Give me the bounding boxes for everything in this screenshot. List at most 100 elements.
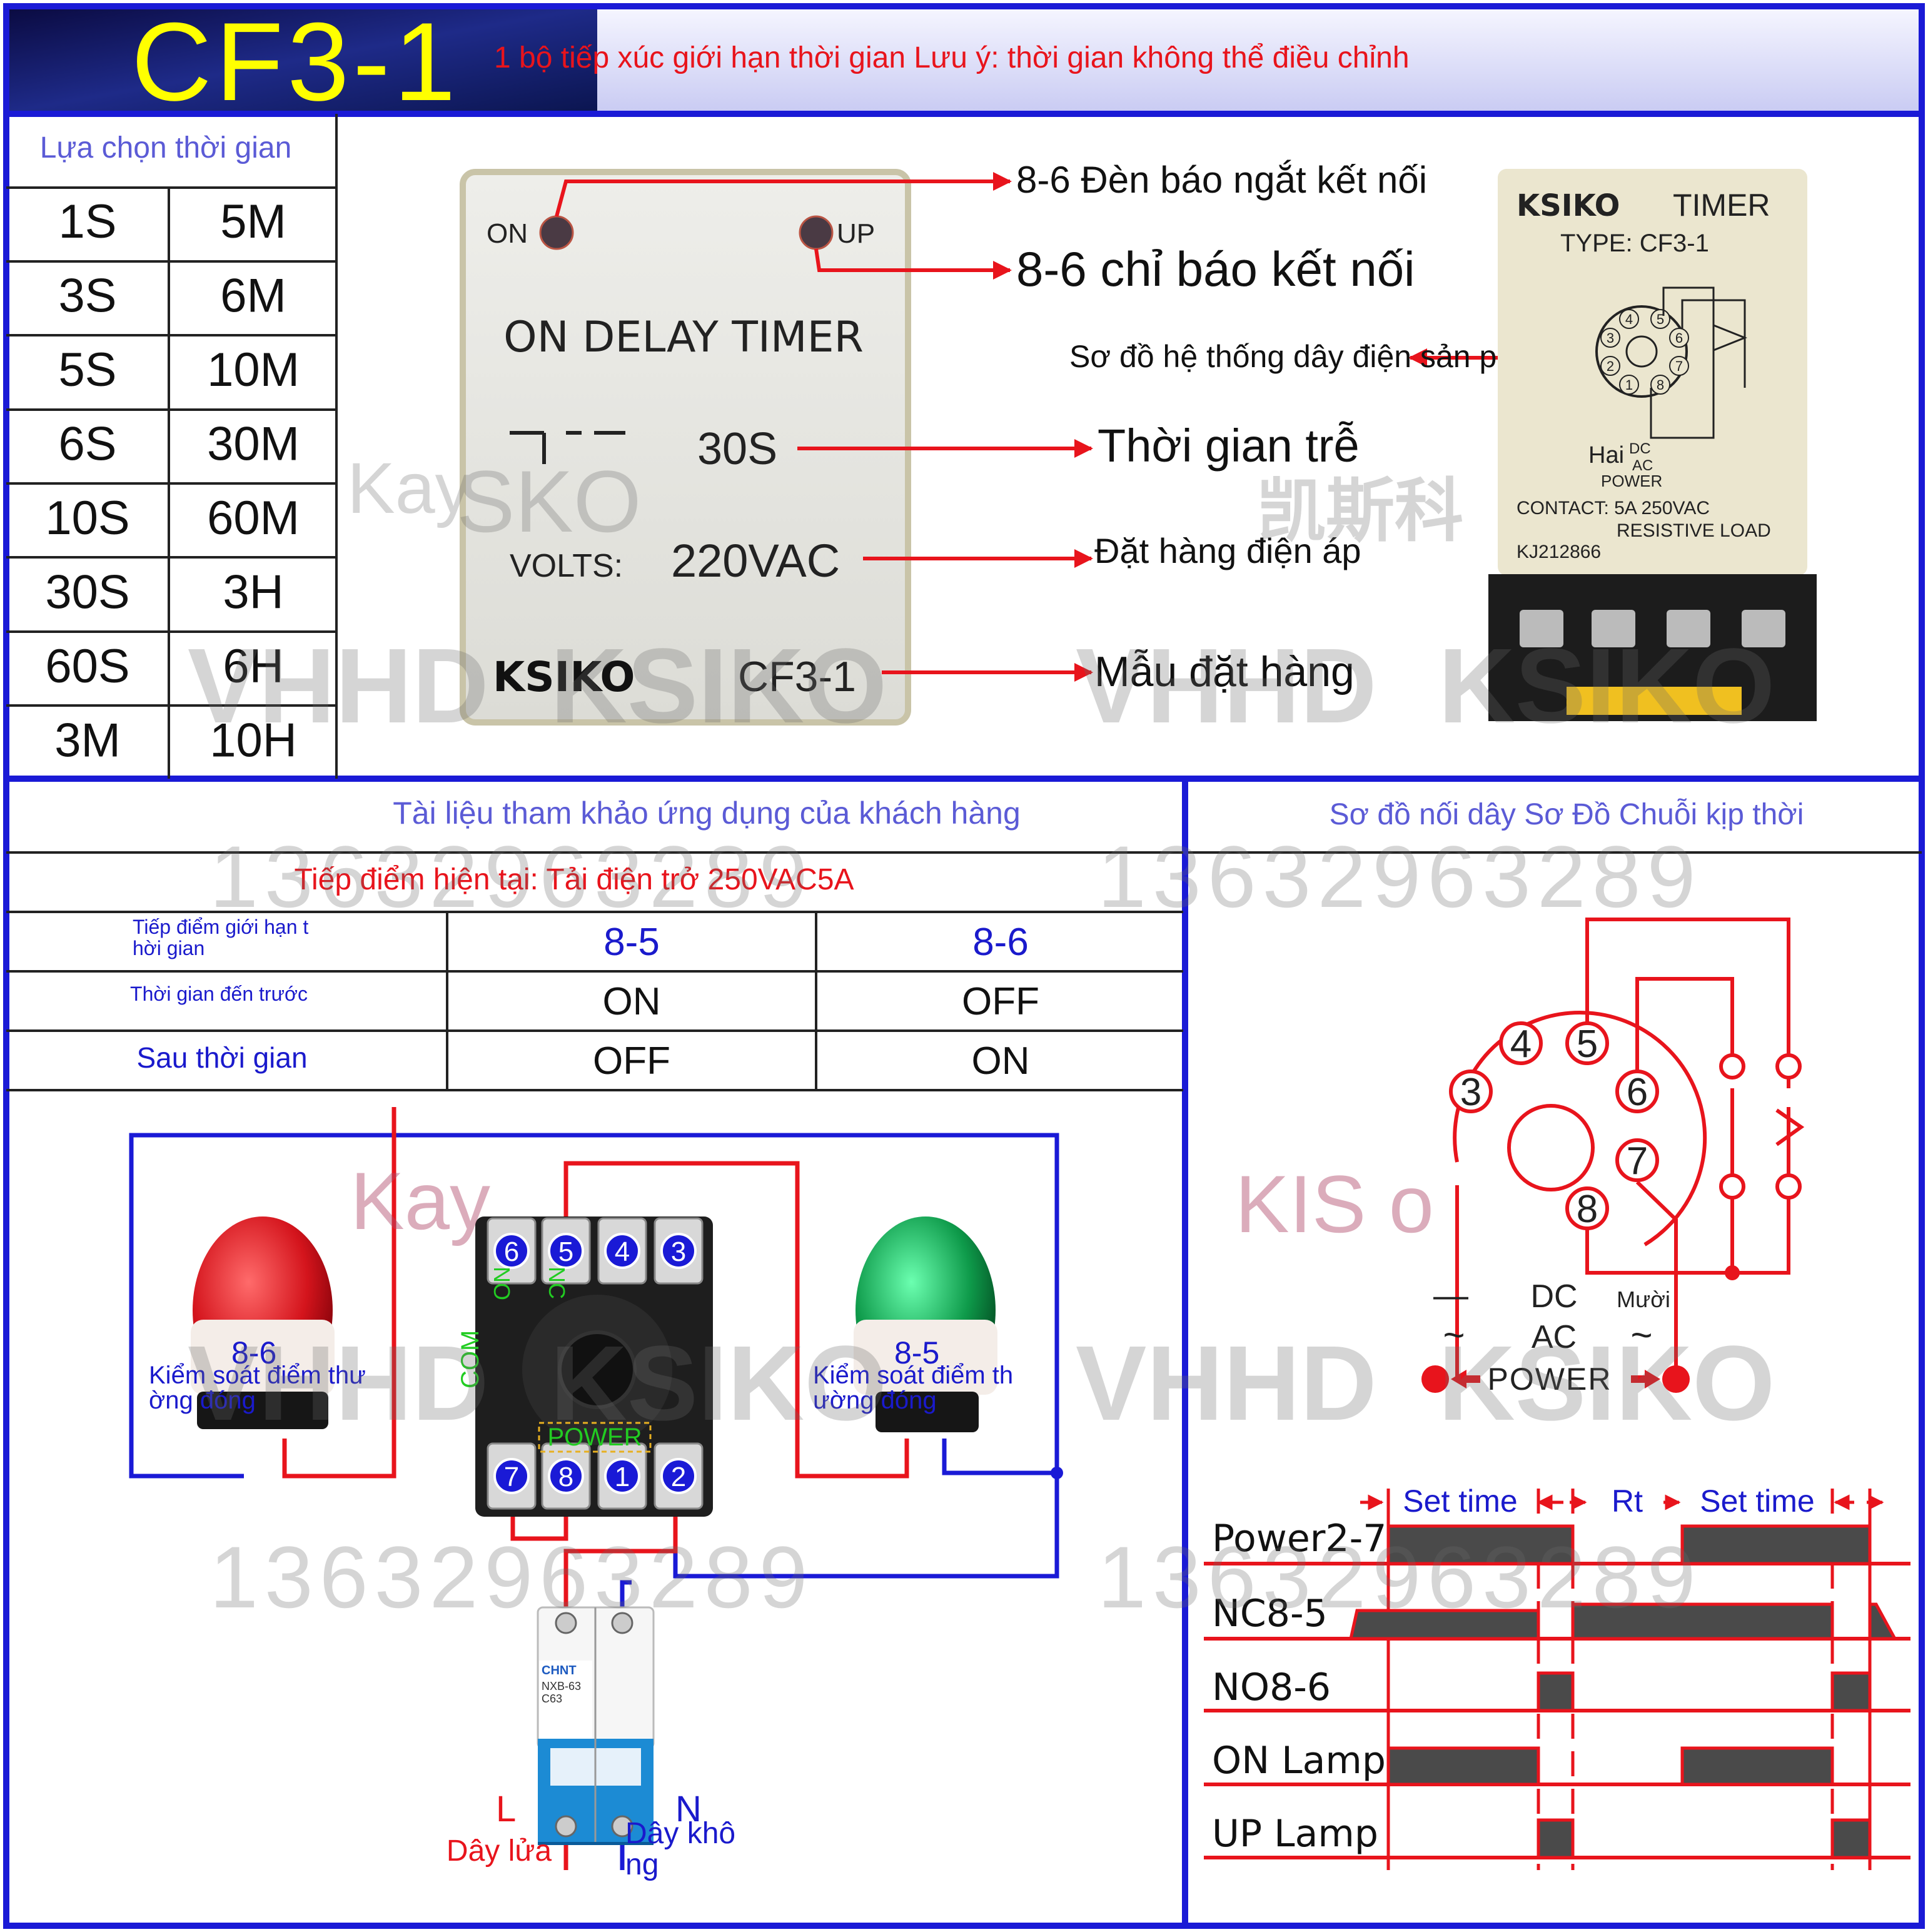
watermark-vhhd-3: VHHD [188,1324,489,1443]
red-wires [282,1107,909,1870]
side-brand: KSIKO [1517,188,1620,223]
voltage-value: 220VAC [671,535,840,587]
diagram-ac: AC [1532,1319,1577,1355]
time-option-right: 30M [207,418,300,471]
socket-pin-label: 4 [615,1237,630,1267]
diagram-minus: — [1433,1275,1468,1315]
time-option-left: 6S [59,418,117,471]
red-warning-lamp [191,1216,335,1429]
time-option-right: 3H [223,566,283,619]
time-option-right: 10H [209,714,296,767]
socket-pin-label: 2 [671,1462,686,1492]
time-option-left: 5S [59,343,117,397]
time-option-right: 6H [223,640,283,693]
socket-pin-3 [660,1233,697,1269]
ref-cell-86: 8-6 [972,921,1029,964]
header: CF3-1 1 bộ tiếp xúc giới hạn thời gian L… [6,0,1922,124]
callout-on-lamp: 8-6 Đèn báo ngắt kết nối [1016,159,1427,201]
callout-voltage: Đặt hàng điện áp [1094,531,1361,570]
socket-power-label: POWER [547,1424,642,1451]
up-label: UP [837,218,875,249]
watermark-phone-1: 13632963289 [209,827,814,926]
side-dc: DC [1629,440,1651,457]
green-lamp-label: Kiểm soát điểm th ường đóng [813,1362,1020,1414]
timer-model: CF3-1 [738,653,856,700]
blue-junction [1051,1467,1063,1479]
pink-watermarks: Kay KIS o [350,1155,1434,1250]
side-pin-7 [1669,356,1689,376]
timer-front-panel: ON UP ON DELAY TIMER 30S VOLTS: 220VAC K… [460,169,911,726]
timing-bars [1348,1524,1898,1859]
diagram-pin-label: 3 [1460,1071,1481,1114]
diagram-dc: DC [1530,1278,1577,1315]
timer-brand: KSIKO [493,653,635,701]
time-option-right: 6M [220,270,286,323]
side-pin-3 [1600,328,1620,348]
side-pin-1 [1619,375,1639,395]
side-pin-label: 3 [1607,330,1614,346]
live-wire-label: Dây lửa [447,1834,552,1868]
side-pin-5 [1650,309,1670,329]
callout-labels: 8-6 Đèn báo ngắt kết nối 8-6 chỉ báo kết… [1016,159,1558,695]
header-description: 1 bộ tiếp xúc giới hạn thời gian Lưu ý: … [494,41,1410,74]
side-pin-label: 1 [1625,377,1633,393]
ref-row-label: Thời gian đến trước [130,983,308,1005]
power-label-box [538,1422,652,1453]
socket-pin-1 [604,1458,640,1494]
diagram-pin-label: 8 [1577,1188,1598,1231]
header-right-bg [597,6,1922,113]
diagram-pin-8 [1565,1186,1609,1230]
timing-row-label: ON Lamp [1212,1739,1386,1783]
rt-label: Rt [1612,1484,1643,1519]
socket-pin-6 [493,1233,530,1269]
diagram-pin-label: 6 [1627,1071,1648,1114]
watermark-sko: SKO [457,452,642,550]
diagram-power: POWER [1488,1362,1612,1397]
diagram-pin-5 [1565,1021,1609,1065]
watermark-phone-3: 13632963289 [209,1528,814,1626]
side-pin-4 [1619,309,1639,329]
watermark-phone-4: 13632963289 [1098,1528,1702,1626]
side-pin-6 [1669,328,1689,348]
time-selection-title: Lựa chọn thời gian [40,131,292,164]
socket-pin-label: 6 [504,1237,519,1267]
diagram-tilde-right: ~ [1630,1314,1652,1356]
diagram-ten: Mười [1617,1287,1670,1312]
socket-pin-label: 3 [671,1237,686,1267]
circuit-breaker [537,1606,655,1845]
watermark-vhhd-4: VHHD [1076,1324,1377,1443]
socket-base-terminals [1520,610,1785,647]
watermark-vhhd-1: VHHD [188,627,489,746]
side-power: POWER [1601,472,1662,490]
callout-up-lamp: 8-6 chỉ báo kết nối [1016,241,1415,296]
watermark-kis: KIS o [1235,1158,1434,1250]
power-terminal-left [1421,1365,1449,1393]
socket-diagram-terminals [1719,1053,1802,1200]
time-option-left: 30S [45,566,129,619]
ref-cell-85: OFF [593,1039,670,1083]
socket-pin-label: 7 [504,1462,519,1492]
reference-section: Tài liệu tham khảo ứng dụng của khách hà… [6,796,1183,1091]
diagram-pin-label: 5 [1577,1023,1598,1066]
header-left-bg [6,6,597,113]
timing-chart: Set time Rt Set time Power2-7NC8-5NO8-6O… [1204,1484,1910,1870]
side-pin-label: 7 [1675,358,1683,374]
callout-model: Mẫu đặt hàng [1094,648,1355,695]
green-warning-lamp [854,1216,997,1432]
breaker-L: L [496,1789,516,1829]
set-time-label-1: Set time [1403,1484,1517,1519]
watermark-phone-2: 13632963289 [1098,827,1702,926]
reference-title: Tài liệu tham khảo ứng dụng của khách hà… [393,796,1021,831]
side-timer: TIMER [1673,188,1770,223]
time-option-left: 3S [59,270,117,323]
up-indicator-lamp [799,215,834,250]
timing-row-label: UP Lamp [1212,1812,1378,1856]
timing-row-label: NO8-6 [1212,1666,1331,1709]
diagram-pin-3 [1449,1070,1493,1113]
diagram-pin-label: 7 [1627,1140,1648,1183]
diagram-pin-label: 4 [1510,1023,1532,1066]
header-model: CF3-1 [131,0,460,124]
socket-pin-label: 1 [615,1462,630,1492]
